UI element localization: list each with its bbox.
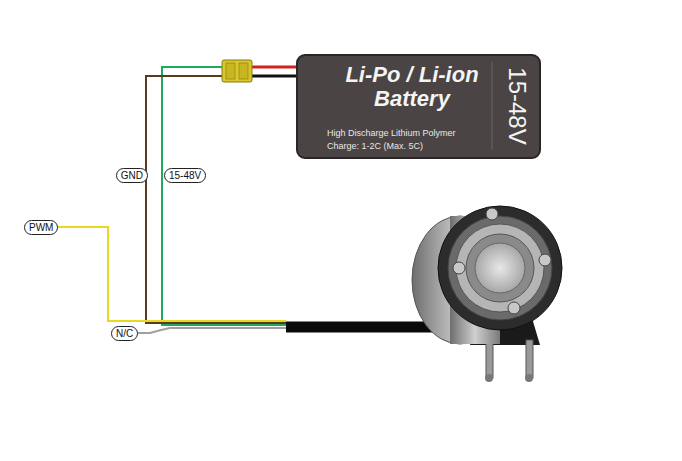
motor-pin <box>486 340 493 378</box>
voltage-rating: 15-48V <box>504 67 530 144</box>
brown-wire <box>146 76 286 323</box>
motor <box>412 206 562 382</box>
green-wire <box>162 67 286 325</box>
xt-connector <box>222 60 252 82</box>
motor-pin <box>526 340 533 378</box>
screw <box>539 254 551 266</box>
signal-label: PWM <box>24 220 58 235</box>
signal-label: 15-48V <box>164 168 206 183</box>
cable <box>286 322 440 333</box>
screw <box>486 208 498 220</box>
screw <box>508 302 520 314</box>
battery-box: Li-Po / Li-ion BatteryHigh Discharge Lit… <box>297 55 540 158</box>
signal-label: GND <box>116 168 148 183</box>
yellow-wire <box>56 227 286 321</box>
red-wire <box>252 66 297 69</box>
motor-face <box>438 206 562 330</box>
signal-label: N/C <box>111 326 138 341</box>
black-wire <box>252 75 297 78</box>
battery-spec: High Discharge Lithium Polymer <box>327 129 507 139</box>
battery-divider <box>492 62 493 150</box>
battery-title: Li-Po / Li-ion Battery <box>327 63 497 111</box>
battery-pack <box>297 55 540 158</box>
grey-wire <box>138 328 286 333</box>
battery-spec: Charge: 1-2C (Max. 5C) <box>327 142 507 152</box>
screw <box>453 262 465 274</box>
